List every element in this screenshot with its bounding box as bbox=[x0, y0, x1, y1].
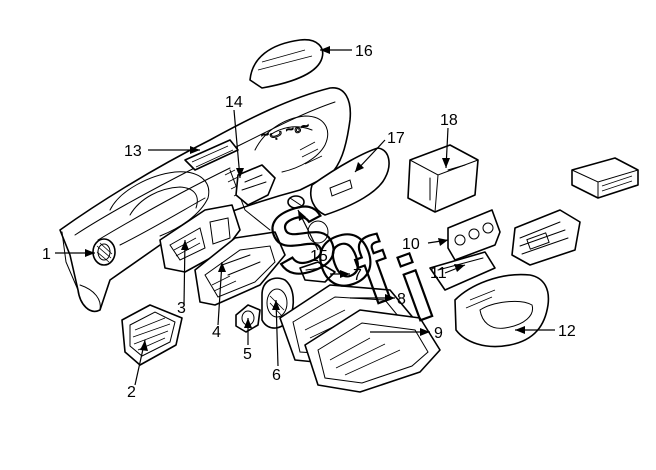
callout-13: 13 bbox=[124, 143, 142, 160]
dashboard-panel: ~ه~ ب~ bbox=[59, 87, 352, 312]
callout-3: 3 bbox=[177, 300, 186, 317]
side-vent bbox=[121, 304, 183, 366]
callout-14: 14 bbox=[225, 94, 243, 111]
callout-7: 7 bbox=[353, 267, 362, 284]
callout-16: 16 bbox=[355, 43, 373, 60]
switch-block-11 bbox=[429, 251, 496, 291]
callout-6: 6 bbox=[272, 367, 281, 384]
callout-11: 11 bbox=[430, 265, 447, 282]
callout-15: 15 bbox=[310, 248, 328, 265]
callout-1: 1 bbox=[42, 246, 51, 263]
cluster-lower bbox=[304, 309, 441, 393]
cover-pad-16 bbox=[249, 38, 324, 89]
callout-17: 17 bbox=[387, 130, 405, 147]
callout-9: 9 bbox=[434, 325, 443, 342]
callout-8: 8 bbox=[397, 291, 406, 308]
cassette-unit bbox=[571, 157, 639, 199]
callout-4: 4 bbox=[212, 324, 221, 341]
callout-12: 12 bbox=[558, 323, 576, 340]
callout-18: 18 bbox=[440, 112, 458, 129]
callout-10: 10 bbox=[402, 236, 420, 253]
glovebox-door bbox=[307, 147, 390, 244]
vent-round bbox=[92, 238, 116, 266]
fastener-15 bbox=[287, 195, 305, 209]
callout-2: 2 bbox=[127, 384, 136, 401]
heater-control bbox=[447, 209, 501, 261]
radio-unit bbox=[511, 209, 581, 266]
lower-bezel bbox=[454, 273, 550, 348]
callout-labels: 1 2 3 4 5 6 7 8 9 10 11 12 13 14 15 16 1… bbox=[42, 43, 576, 401]
storage-box-18 bbox=[407, 144, 479, 213]
arrowheads bbox=[85, 46, 525, 351]
duct-14 bbox=[235, 164, 276, 206]
instrument-housing bbox=[194, 231, 286, 306]
callout-5: 5 bbox=[243, 346, 252, 363]
bracket-7 bbox=[299, 261, 336, 283]
